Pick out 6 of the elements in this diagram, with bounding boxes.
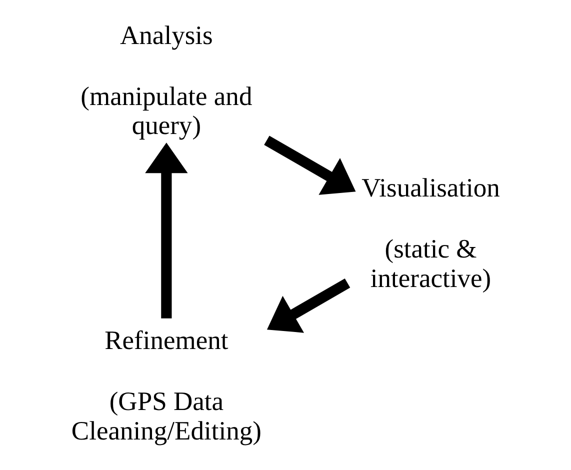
arrow <box>266 278 350 333</box>
node-text: Visualisation (static & interactive) <box>361 172 500 293</box>
node-text: Analysis (manipulate and query) <box>80 20 252 140</box>
arrow <box>264 136 356 195</box>
node-text: Refinement (GPS Data Cleaning/Editing) <box>70 325 261 446</box>
arrow <box>144 142 188 318</box>
